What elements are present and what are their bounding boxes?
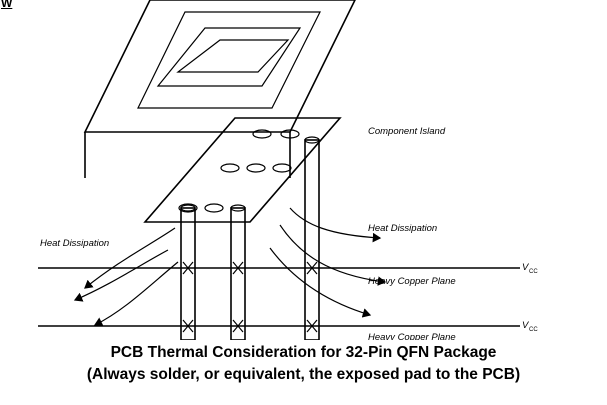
heat-arrows xyxy=(73,207,387,327)
heavy-copper-plane-2-label: Heavy Copper Plane xyxy=(368,332,456,340)
component-island-label: Component Island xyxy=(368,126,446,137)
vcc-sub-2: CC xyxy=(529,327,538,333)
heat-dissipation-left-label: Heat Dissipation xyxy=(40,238,109,249)
heat-dissipation-right-label: Heat Dissipation xyxy=(368,223,437,234)
heavy-copper-plane-1-label: Heavy Copper Plane xyxy=(368,276,456,287)
corner-fragment-text: W xyxy=(1,0,13,10)
via-junctions xyxy=(182,261,318,333)
component-island xyxy=(143,117,342,223)
vcc-label-2: V xyxy=(522,320,530,331)
vcc-label-1: V xyxy=(522,262,530,273)
qfn-package xyxy=(83,0,356,133)
caption-note: (Always solder, or equivalent, the expos… xyxy=(86,366,521,383)
thermal-vias xyxy=(180,136,320,340)
thermal-diagram: Component Island Heat Dissipation Heat D… xyxy=(38,0,538,340)
vcc-sub-1: CC xyxy=(529,269,538,275)
caption-title: PCB Thermal Consideration for 32-Pin QFN… xyxy=(110,344,497,361)
